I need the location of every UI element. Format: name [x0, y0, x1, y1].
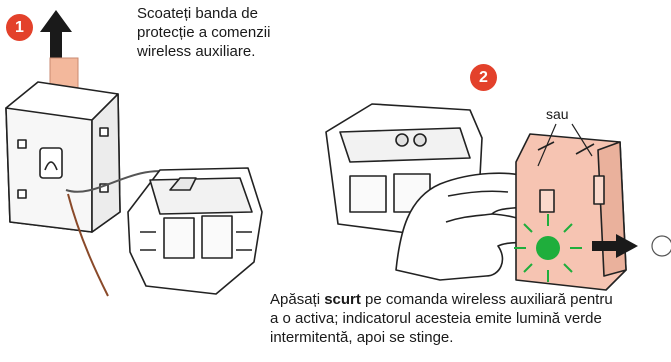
- step-2-instruction-text: pe comanda wireless auxiliară pentru: [360, 291, 613, 308]
- step-2-instruction-line: intermitentă, apoi se stinge.: [270, 329, 454, 346]
- wire-cable: [65, 170, 171, 297]
- up-arrow-icon: [40, 10, 72, 62]
- auxiliary-module-step2: [515, 133, 627, 291]
- indicator-circle-icon: [651, 235, 671, 257]
- step-1-instruction-line: Scoateți banda de: [137, 5, 258, 22]
- step-1-badge: 1: [6, 14, 33, 41]
- callout-lines: [537, 123, 593, 167]
- step-2-badge: 2: [470, 64, 497, 91]
- step-1-instruction-line: protecție a comenzii: [137, 24, 271, 41]
- right-arrow-icon: [592, 234, 638, 258]
- step-1-instruction: Scoateți banda de protecție a comenzii w…: [137, 4, 327, 61]
- step-2-instruction: Apăsați scurt pe comanda wireless auxili…: [270, 290, 670, 347]
- auxiliary-module: [5, 81, 121, 233]
- switch-mechanism: [127, 167, 263, 295]
- or-label: sau: [546, 106, 569, 122]
- step-1-instruction-line: wireless auxiliare.: [137, 43, 256, 60]
- green-led-indicator: [514, 214, 582, 282]
- step-2-instruction-line: a o activa; indicatorul acesteia emite l…: [270, 310, 602, 327]
- step-2-instruction-emphasis: scurt: [324, 291, 361, 308]
- step-2-instruction-text: Apăsați: [270, 291, 325, 308]
